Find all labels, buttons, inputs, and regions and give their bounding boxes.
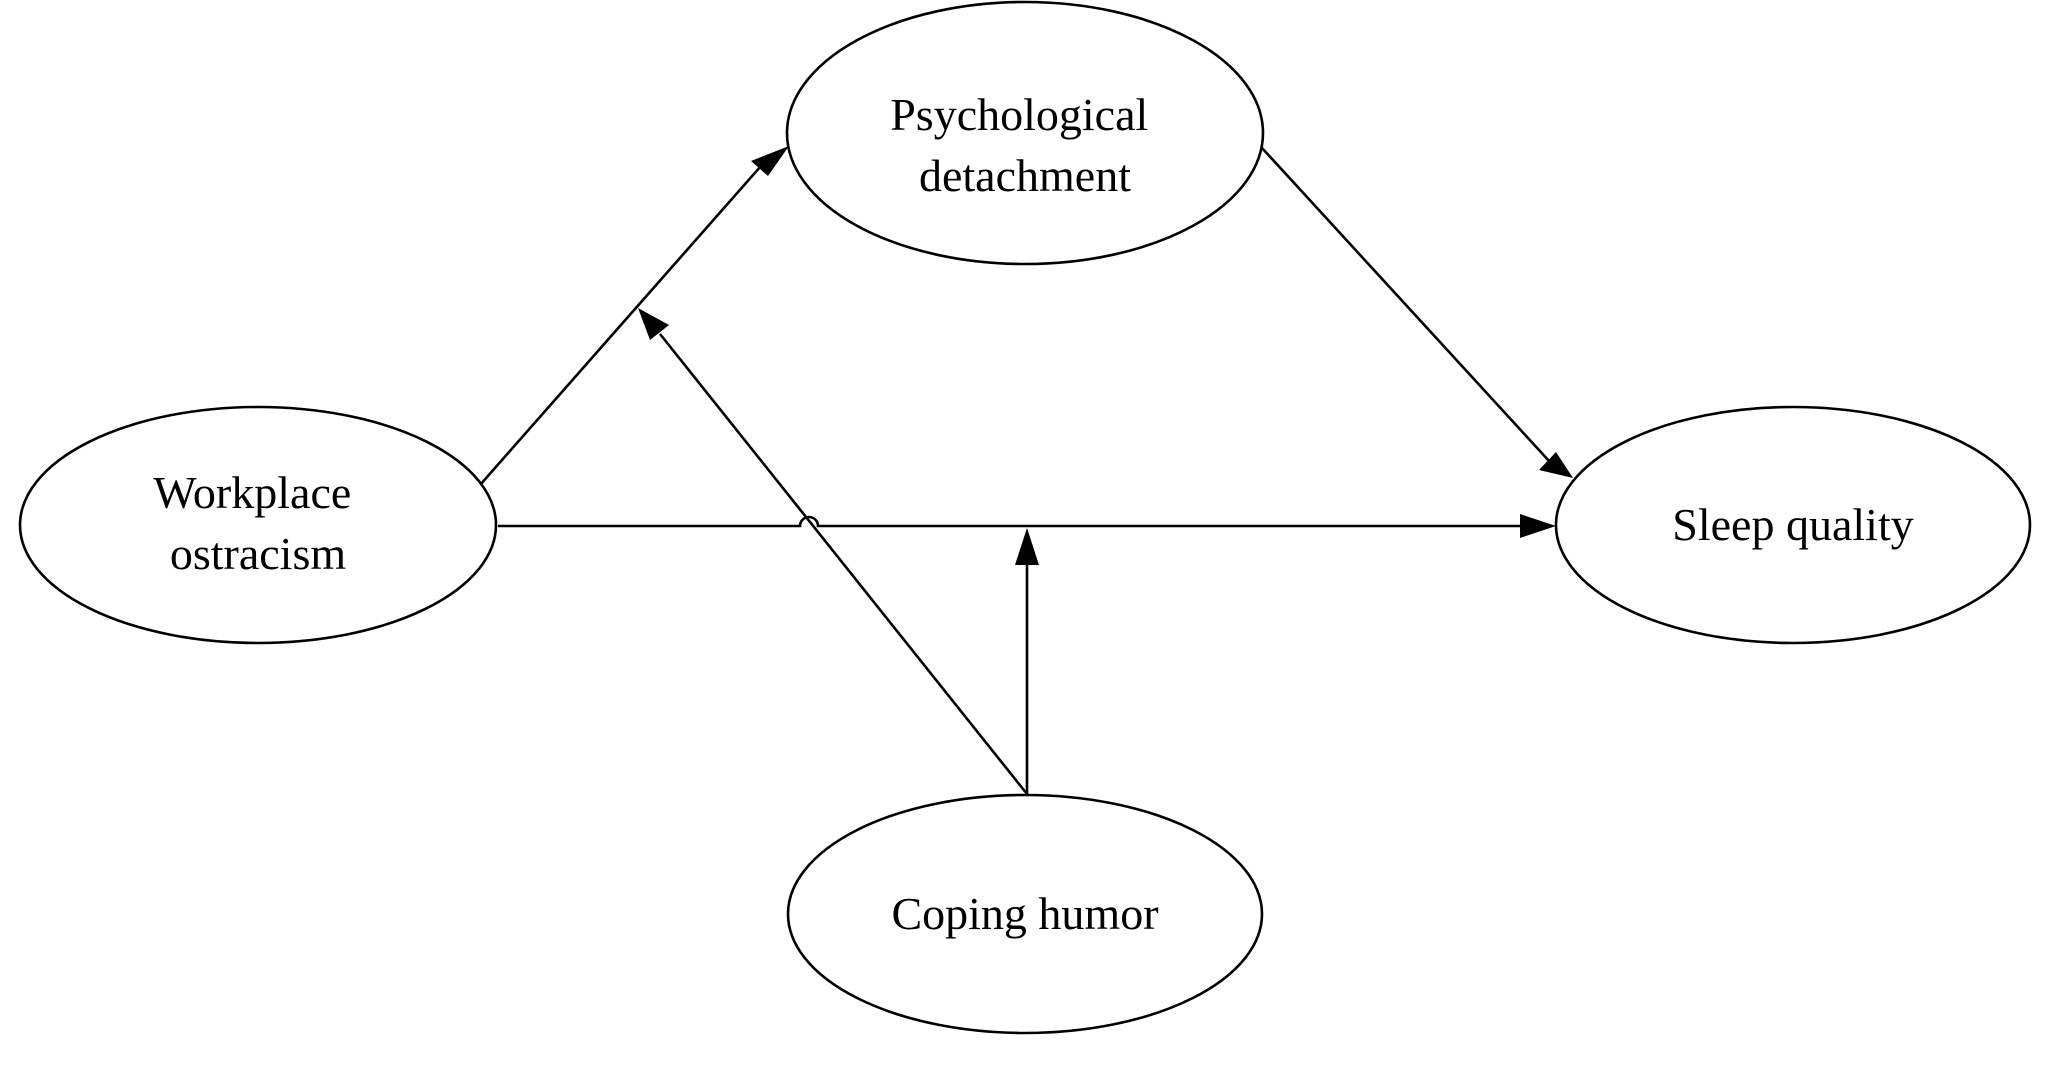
edge-detachment-to-sleep xyxy=(1261,147,1551,463)
ellipse-psychological-detachment xyxy=(785,0,1265,266)
ellipse-sleep-quality xyxy=(1554,405,2032,645)
node-psychological-detachment: Psychological detachment xyxy=(785,0,1265,266)
label-psychological-detachment-line2: detachment xyxy=(919,150,1131,201)
node-sleep-quality: Sleep quality xyxy=(1554,405,2032,645)
edge-ostracism-to-detachment xyxy=(479,157,769,486)
svg-text:Psychological detachment: Psychological detachment xyxy=(890,89,1160,201)
arrowhead-humor-moderates-sleep-path xyxy=(1015,528,1039,565)
svg-text:Sleep quality: Sleep quality xyxy=(1672,499,1913,550)
arrowhead-detachment-to-sleep xyxy=(1539,452,1573,478)
node-coping-humor: Coping humor xyxy=(786,793,1264,1035)
label-psychological-detachment-line1: Psychological xyxy=(890,89,1148,140)
label-workplace-ostracism-line1: Workplace xyxy=(153,467,351,518)
edges xyxy=(479,146,1573,795)
svg-text:Workplace ostracism: Workplace ostracism xyxy=(153,467,363,579)
edge-humor-moderates-detachment-path xyxy=(658,333,1029,795)
arrowhead-ostracism-to-detachment xyxy=(751,146,789,176)
arrowhead-humor-moderates-detachment-path xyxy=(638,308,669,340)
ellipse-workplace-ostracism xyxy=(18,405,498,645)
label-coping-humor: Coping humor xyxy=(891,888,1158,939)
label-workplace-ostracism-line2: ostracism xyxy=(170,528,347,579)
edge-ostracism-to-sleep xyxy=(498,515,1520,528)
node-workplace-ostracism: Workplace ostracism xyxy=(18,405,498,645)
svg-text:Coping humor: Coping humor xyxy=(891,888,1158,939)
ellipse-coping-humor xyxy=(786,793,1264,1035)
arrowhead-ostracism-to-sleep xyxy=(1520,514,1556,538)
label-sleep-quality: Sleep quality xyxy=(1672,499,1913,550)
